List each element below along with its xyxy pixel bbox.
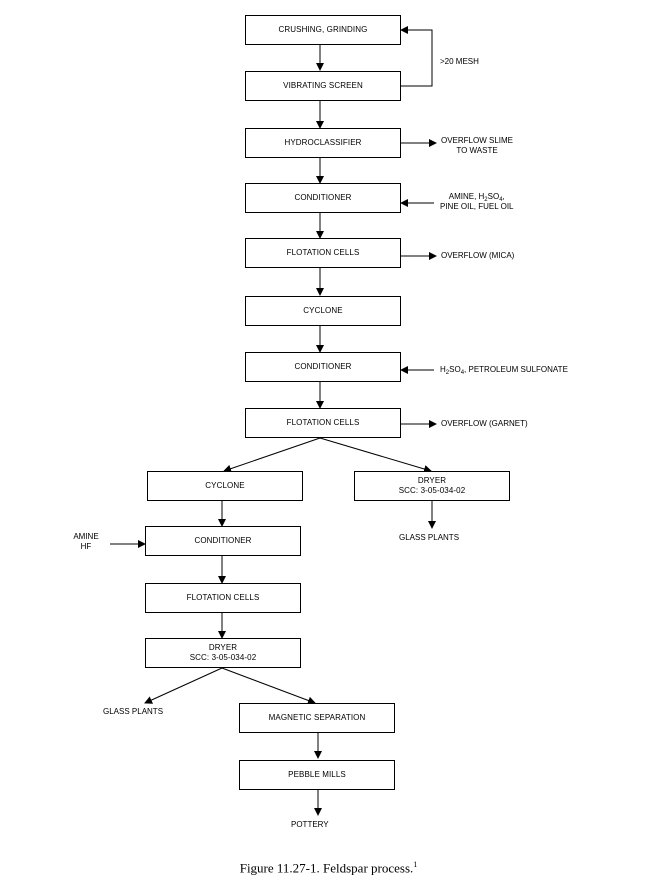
label-amine-reagents: AMINE, H2SO4, PINE OIL, FUEL OIL	[440, 192, 514, 212]
box-label: MAGNETIC SEPARATION	[268, 713, 366, 722]
box-label: CONDITIONER	[194, 536, 252, 545]
box-label: CRUSHING, GRINDING	[278, 25, 368, 34]
label-line: OVERFLOW SLIME	[441, 136, 514, 145]
box-flotation-cells-3: FLOTATION CELLS	[145, 583, 301, 613]
box-cyclone-2: CYCLONE	[147, 471, 303, 501]
label-text: SO	[487, 192, 500, 201]
label-overflow-garnet: OVERFLOW (GARNET)	[441, 419, 528, 428]
label-text: SO	[449, 365, 461, 374]
box-magnetic-separation: MAGNETIC SEPARATION	[239, 703, 395, 733]
label-pottery: POTTERY	[291, 820, 329, 829]
box-dryer-2: DRYER SCC: 3-05-034-02	[145, 638, 301, 668]
label-line: AMINE, H2SO4,	[440, 192, 514, 203]
label-glass-plants-right: GLASS PLANTS	[399, 533, 460, 542]
label-mesh: >20 MESH	[440, 57, 479, 66]
box-label: CYCLONE	[303, 306, 343, 315]
box-dryer-1: DRYER SCC: 3-05-034-02	[354, 471, 510, 501]
label-line: PINE OIL, FUEL OIL	[440, 202, 514, 211]
box-conditioner-3: CONDITIONER	[145, 526, 301, 556]
label-h2so4-petroleum-sulfonate: H2SO4, PETROLEUM SULFONATE	[440, 365, 568, 376]
arrow-dryer2-to-magnetic	[221, 667, 316, 705]
label-amine-hf: AMINE HF	[72, 532, 100, 552]
box-label: DRYER	[208, 643, 238, 652]
box-label: CYCLONE	[205, 481, 245, 490]
label-line: TO WASTE	[456, 146, 498, 155]
figure-caption: Figure 11.27-1. Feldspar process.1	[0, 860, 657, 876]
box-conditioner-1: CONDITIONER	[245, 183, 401, 213]
scc-code: SCC: 3-05-034-02	[189, 653, 257, 662]
box-hydroclassifier: HYDROCLASSIFIER	[245, 128, 401, 158]
box-crushing-grinding: CRUSHING, GRINDING	[245, 15, 401, 45]
box-label: FLOTATION CELLS	[286, 418, 360, 427]
caption-reference: 1	[413, 860, 418, 869]
box-label: CONDITIONER	[294, 193, 352, 202]
box-label: DRYER	[417, 476, 447, 485]
box-label: FLOTATION CELLS	[186, 593, 260, 602]
box-label: PEBBLE MILLS	[288, 770, 346, 779]
box-label: FLOTATION CELLS	[286, 248, 360, 257]
box-label: VIBRATING SCREEN	[283, 81, 363, 90]
arrow-to-dryer1	[319, 437, 432, 473]
label-line: HF	[80, 542, 92, 551]
box-label: CONDITIONER	[294, 362, 352, 371]
label-text: H	[440, 365, 446, 374]
label-line: AMINE	[73, 532, 99, 541]
box-vibrating-screen: VIBRATING SCREEN	[245, 71, 401, 101]
box-conditioner-2: CONDITIONER	[245, 352, 401, 382]
label-overflow-mica: OVERFLOW (MICA)	[441, 251, 515, 260]
subscript: 2	[445, 370, 450, 376]
scc-code: SCC: 3-05-034-02	[398, 486, 466, 495]
label-text: ,	[502, 192, 505, 201]
box-label: HYDROCLASSIFIER	[284, 138, 362, 147]
label-text: AMINE, H	[448, 192, 485, 201]
caption-text: Figure 11.27-1. Feldspar process.	[239, 860, 414, 876]
recycle-loop	[400, 26, 433, 87]
box-pebble-mills: PEBBLE MILLS	[239, 760, 395, 790]
box-flotation-cells-2: FLOTATION CELLS	[245, 408, 401, 438]
arrow-to-cyclone2	[223, 437, 321, 473]
box-flotation-cells-1: FLOTATION CELLS	[245, 238, 401, 268]
label-overflow-slime: OVERFLOW SLIME TO WASTE	[441, 136, 513, 156]
box-cyclone-1: CYCLONE	[245, 296, 401, 326]
label-text: , PETROLEUM SULFONATE	[464, 365, 568, 374]
arrow-dryer2-to-glass	[144, 667, 223, 704]
label-glass-plants-left: GLASS PLANTS	[103, 707, 164, 716]
subscript: 2	[484, 197, 488, 203]
subscript: 4	[499, 197, 503, 203]
subscript: 4	[460, 370, 465, 376]
